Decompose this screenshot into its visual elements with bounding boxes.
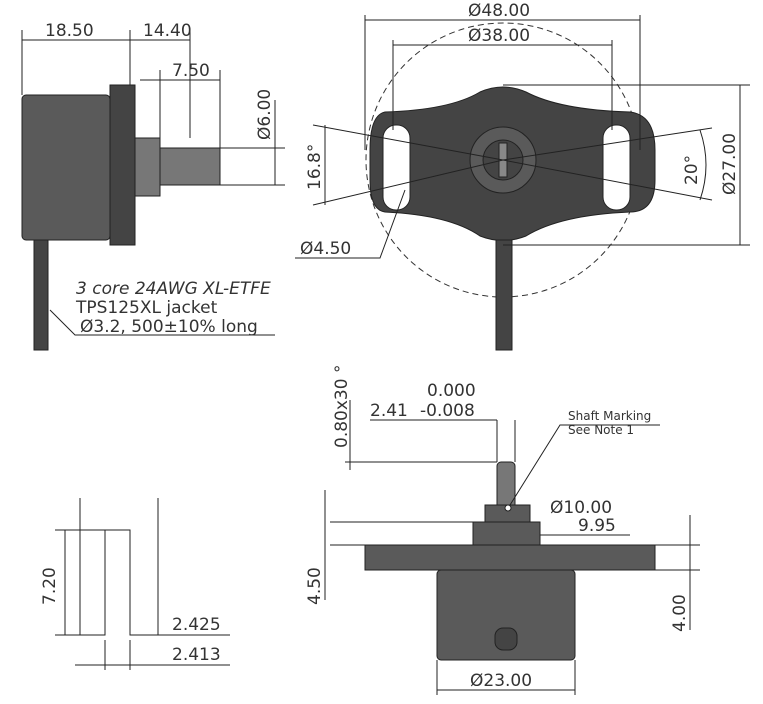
shaft — [159, 147, 221, 186]
cable-spec-line3: Ø3.2, 500±10% long — [80, 317, 258, 337]
dim-hole-diameter: Ø4.50 — [300, 239, 351, 259]
bottom-shaft — [496, 461, 516, 511]
mounting-flange — [109, 84, 136, 246]
dim-chamfer: 0.80x30 ° — [332, 365, 352, 448]
dim-right-height: 4.00 — [670, 594, 690, 632]
cable-exit — [494, 627, 518, 651]
bottom-flange — [364, 544, 656, 571]
bottom-view: 0.80x30 ° 2.41 0.000 -0.008 Shaft Markin… — [305, 365, 700, 695]
dim-left-height: 4.50 — [305, 567, 325, 605]
front-cable — [495, 239, 513, 351]
dim-slot-width-min: 2.413 — [172, 645, 221, 665]
dim-shaft-length: 7.50 — [172, 61, 210, 81]
cable-spec-line1: 3 core 24AWG XL-ETFE — [76, 279, 271, 299]
dim-outer-diameter: Ø48.00 — [468, 1, 530, 21]
note-shaft-marking: Shaft Marking — [568, 409, 651, 423]
dim-slot-circle-diameter: Ø38.00 — [468, 26, 530, 46]
sensor-body — [21, 94, 111, 241]
angle-right: 20° — [682, 155, 702, 185]
cable-spec-line2: TPS125XL jacket — [75, 298, 218, 318]
note-see-note: See Note 1 — [568, 423, 634, 437]
shaft-marking-dot — [504, 504, 512, 512]
shaft-collar — [134, 137, 161, 197]
right-mounting-slot — [602, 124, 631, 211]
tolerance-lower: -0.008 — [420, 401, 475, 421]
dim-body-length: 18.50 — [45, 21, 94, 41]
dim-slot-width-max: 2.425 — [172, 615, 221, 635]
bottom-body — [436, 569, 576, 661]
dim-boss-min: 9.95 — [578, 516, 616, 536]
dim-shaft-diameter: Ø6.00 — [255, 89, 275, 140]
dim-flange-length: 14.40 — [143, 21, 192, 41]
side-view: 18.50 14.40 7.50 Ø6.00 3 core 24AWG XL-E… — [21, 21, 285, 351]
dim-slot-depth: 7.20 — [40, 567, 60, 605]
angle-left: 16.8° — [305, 144, 325, 190]
dim-boss-max: Ø10.00 — [550, 498, 612, 518]
dim-body-diameter: Ø23.00 — [470, 671, 532, 691]
bottom-boss — [472, 521, 541, 546]
slot-profile — [79, 498, 159, 636]
dim-shaft-offset: 2.41 — [370, 401, 408, 421]
front-view: Ø48.00 Ø38.00 Ø27.00 20° 16.8° Ø4.50 — [295, 1, 750, 351]
tolerance-upper: 0.000 — [427, 381, 476, 401]
dim-plate-height: Ø27.00 — [720, 133, 740, 195]
slot-detail: 7.20 2.425 2.413 — [40, 498, 230, 670]
cable — [33, 239, 49, 351]
left-mounting-slot — [382, 124, 411, 211]
